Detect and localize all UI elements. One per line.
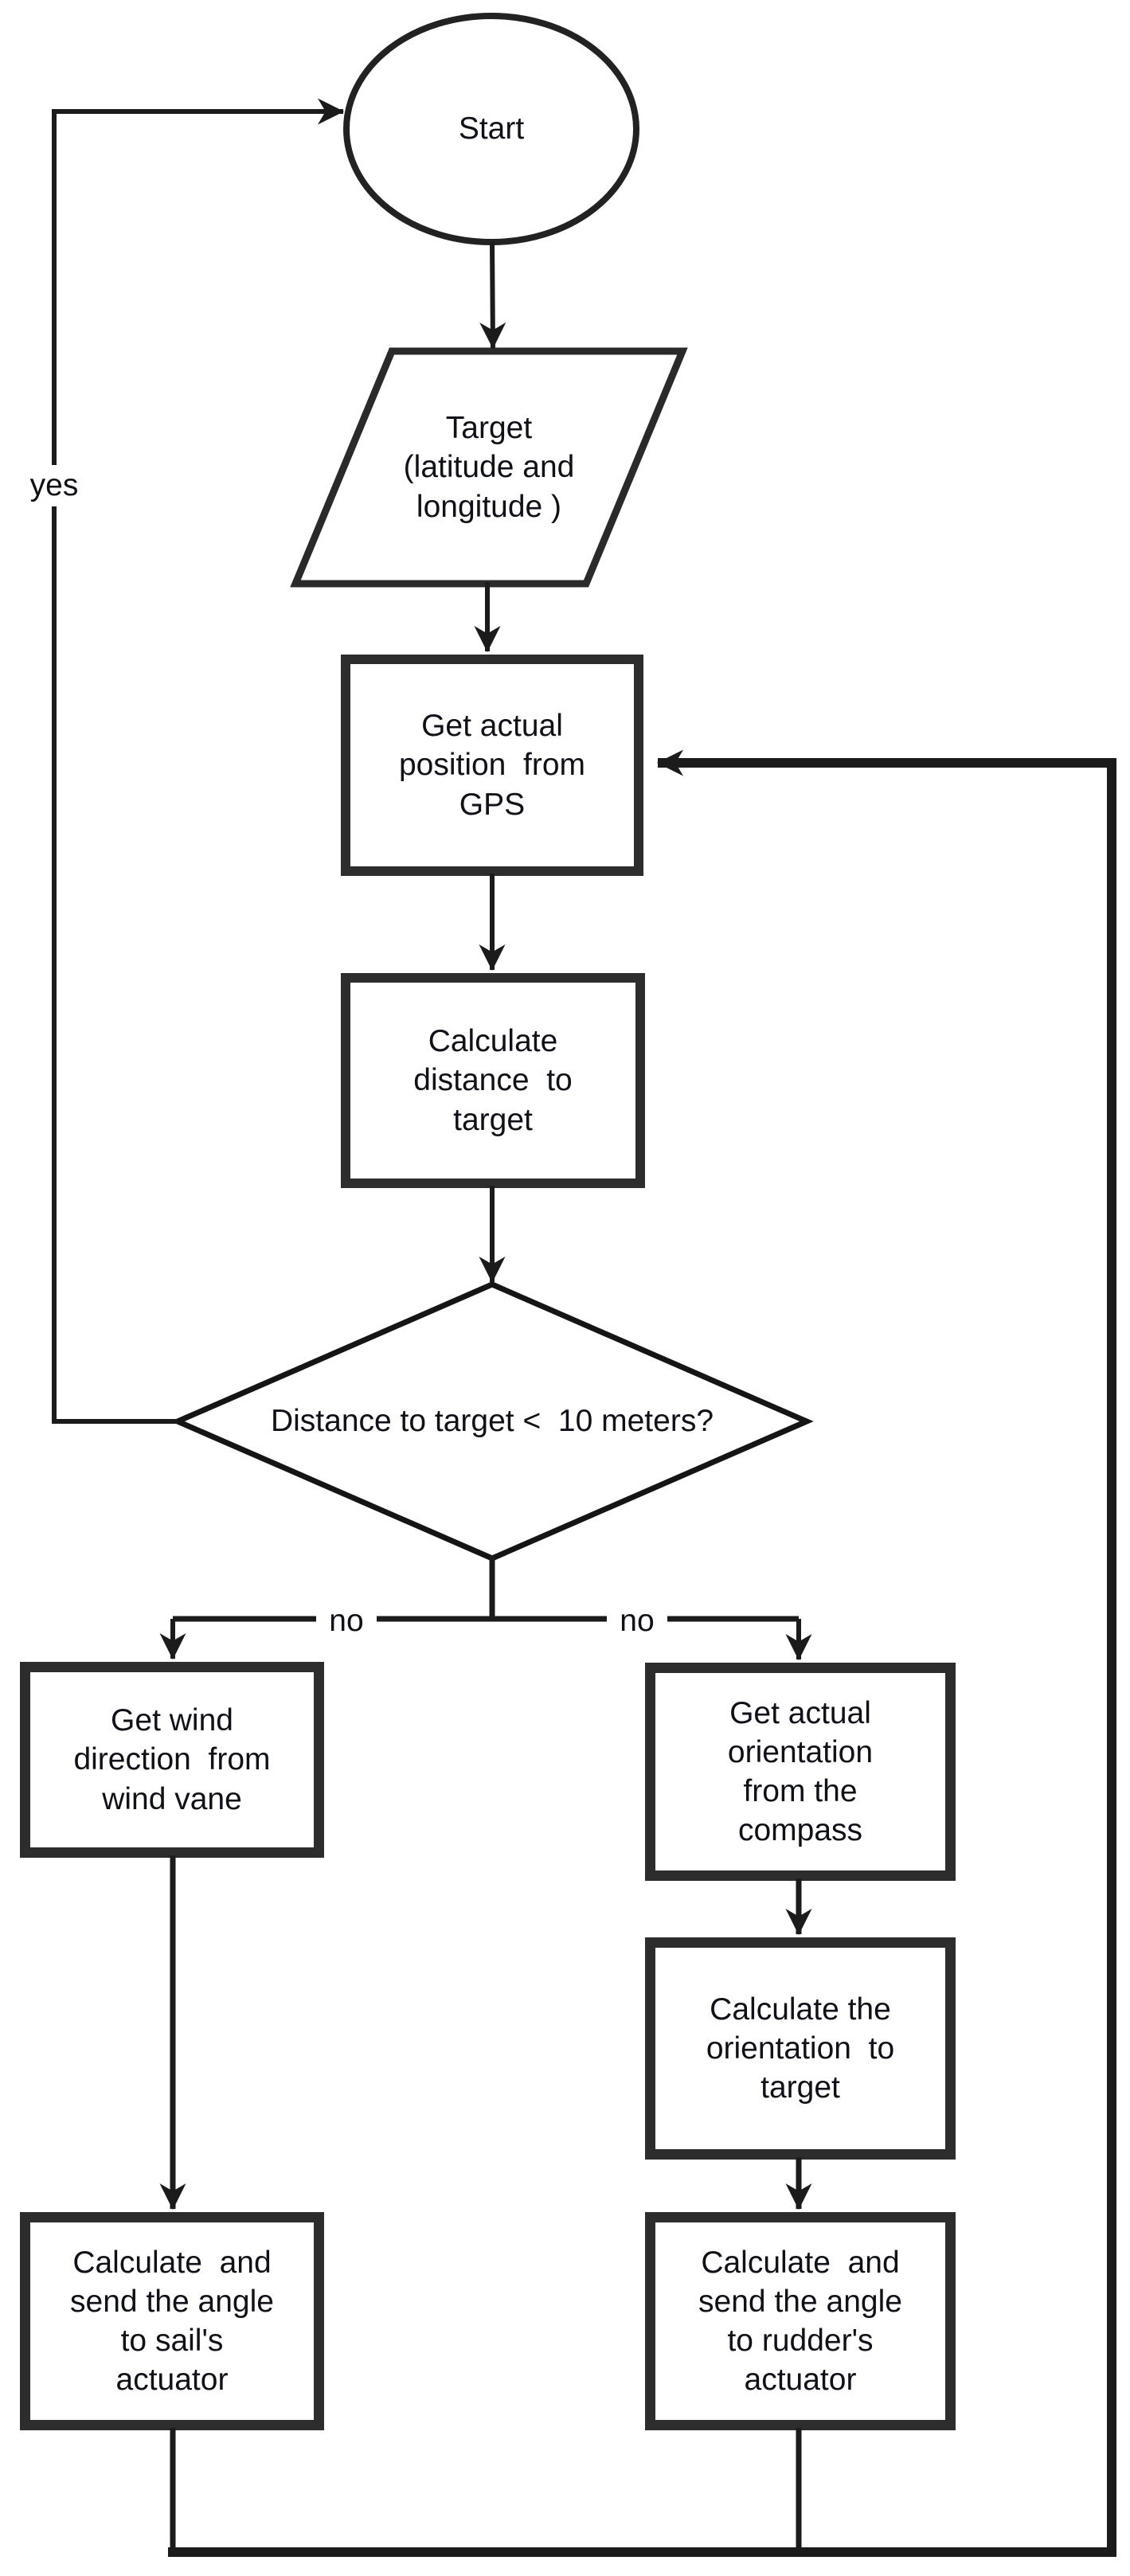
rudder-actuator-node-shape (645, 2212, 956, 2430)
edge-yes-loop (52, 98, 345, 1424)
decision-node-shape (170, 1281, 814, 1562)
edge-merge-loop-to-gps (168, 749, 1116, 2557)
edge-start-to-target (479, 241, 506, 350)
calc-orientation-node-shape (645, 1937, 956, 2160)
sail-actuator-node-shape (20, 2212, 324, 2430)
get-position-node-shape (341, 655, 643, 876)
target-input-node-shape (290, 347, 688, 588)
get-orientation-node-shape (645, 1663, 956, 1881)
get-wind-node-shape (20, 1662, 324, 1858)
calc-distance-node-shape (341, 973, 645, 1188)
start-node-shape (343, 13, 639, 245)
